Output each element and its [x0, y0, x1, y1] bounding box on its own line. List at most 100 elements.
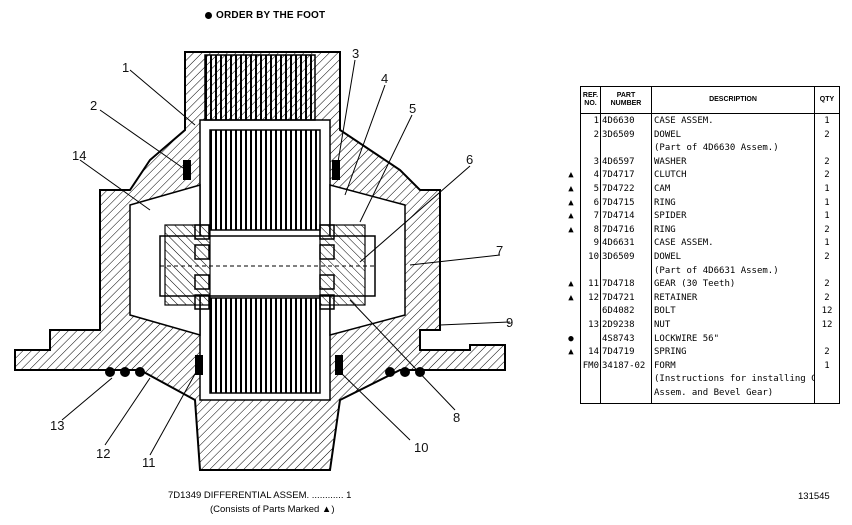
header-desc: DESCRIPTION [709, 96, 757, 103]
cell-qty: 2 [824, 251, 830, 262]
cell-desc: CASE ASSEM. [654, 116, 714, 126]
cell-ref: 12 [588, 292, 599, 303]
cell-desc: CLUTCH [654, 170, 687, 181]
cell-part: 4D6630 [602, 116, 635, 126]
cell-part: 4D6597 [602, 156, 635, 167]
cell-qty: 2 [824, 279, 830, 290]
cell-part: 7D4716 [602, 224, 635, 235]
cell-ref: 11 [588, 279, 599, 290]
cell-qty: 1 [824, 116, 830, 126]
cell-ref: 7 [593, 211, 599, 222]
assembly-subnote: (Consists of Parts Marked ▲) [210, 504, 335, 515]
cell-mark: ● [568, 333, 574, 344]
callout-6: 6 [466, 152, 473, 167]
cell-desc: RING [654, 197, 676, 208]
cell-part: 3D6509 [602, 129, 635, 140]
cell-ref: 13 [588, 319, 599, 330]
cell-mark: ▲ [568, 183, 574, 194]
callout-2: 2 [90, 98, 97, 113]
cell-part: 4S8743 [602, 333, 635, 344]
table-header: REF. NO. PART NUMBER DESCRIPTION QTY [581, 87, 839, 114]
left-clutch [164, 224, 211, 306]
cell-part: 7D4719 [602, 347, 635, 358]
cell-mark: ▲ [568, 347, 574, 358]
cell-qty: 2 [824, 129, 830, 140]
table-row: ● 4S8743 LOCKWIRE 56" [568, 333, 839, 347]
cell-mark: ▲ [568, 211, 574, 222]
spring-coils [194, 224, 335, 310]
cell-ref: 3 [593, 156, 599, 167]
cell-desc: CASE ASSEM. [654, 238, 714, 249]
header-ref: REF. NO. [582, 92, 599, 107]
callout-13: 13 [50, 418, 64, 433]
cell-part: 7D4714 [602, 211, 635, 222]
callout-14: 14 [72, 148, 86, 163]
cell-desc: (Part of 4D6630 Assem.) [654, 143, 779, 154]
cell-ref: 1 [593, 116, 599, 126]
cell-ref: 10 [588, 251, 599, 262]
cell-qty: 1 [824, 211, 830, 222]
cell-qty: 2 [824, 170, 830, 181]
callout-10: 10 [414, 440, 428, 455]
cell-ref: 9 [593, 238, 599, 249]
cell-part: 7D4715 [602, 197, 635, 208]
cell-ref: 14 [588, 347, 599, 358]
callout-11: 11 [142, 455, 156, 470]
figure-number: 131545 [798, 491, 830, 502]
cell-part: 3D6509 [602, 251, 635, 262]
cell-desc: (Part of 4D6631 Assem.) [654, 265, 779, 276]
lower-side-gear [209, 297, 321, 394]
callout-7: 7 [496, 243, 503, 258]
callout-12: 12 [96, 446, 110, 461]
cell-desc: (Instructions for installing Case [654, 374, 814, 385]
cell-qty: 2 [824, 224, 830, 235]
cell-part: 7D4718 [602, 279, 635, 290]
header-qty: QTY [819, 96, 835, 103]
cell-qty: 2 [824, 156, 830, 167]
cell-desc: BOLT [654, 306, 676, 317]
cell-part: 34187-02 [602, 360, 646, 371]
cell-part: 4D6631 [602, 238, 635, 249]
upper-side-gear [209, 129, 321, 231]
table-row: Assem. and Bevel Gear) [581, 387, 839, 401]
dowels [183, 160, 343, 375]
callout-1: 1 [122, 60, 129, 75]
cell-desc: GEAR (30 Teeth) [654, 279, 736, 290]
cell-ref: 4 [593, 170, 599, 181]
cell-ref: 6 [593, 197, 599, 208]
top-spline [204, 54, 316, 121]
right-clutch [319, 224, 366, 306]
cell-desc: WASHER [654, 156, 687, 167]
cell-mark: ▲ [568, 170, 574, 181]
cell-ref: 5 [593, 183, 599, 194]
cell-desc: LOCKWIRE 56" [654, 333, 720, 344]
cell-qty: 1 [824, 183, 830, 194]
cell-qty: 12 [821, 306, 833, 317]
cell-part: 7D4717 [602, 170, 635, 181]
callout-9: 9 [506, 315, 513, 330]
cell-qty: 12 [821, 319, 833, 330]
cell-desc: NUT [654, 319, 671, 330]
callout-4: 4 [381, 71, 388, 86]
order-by-foot-note: ORDER BY THE FOOT [205, 10, 325, 21]
cell-qty: 2 [824, 292, 830, 303]
cell-desc: CAM [654, 183, 671, 194]
bolts [105, 367, 425, 377]
cell-desc: RETAINER [654, 292, 698, 303]
